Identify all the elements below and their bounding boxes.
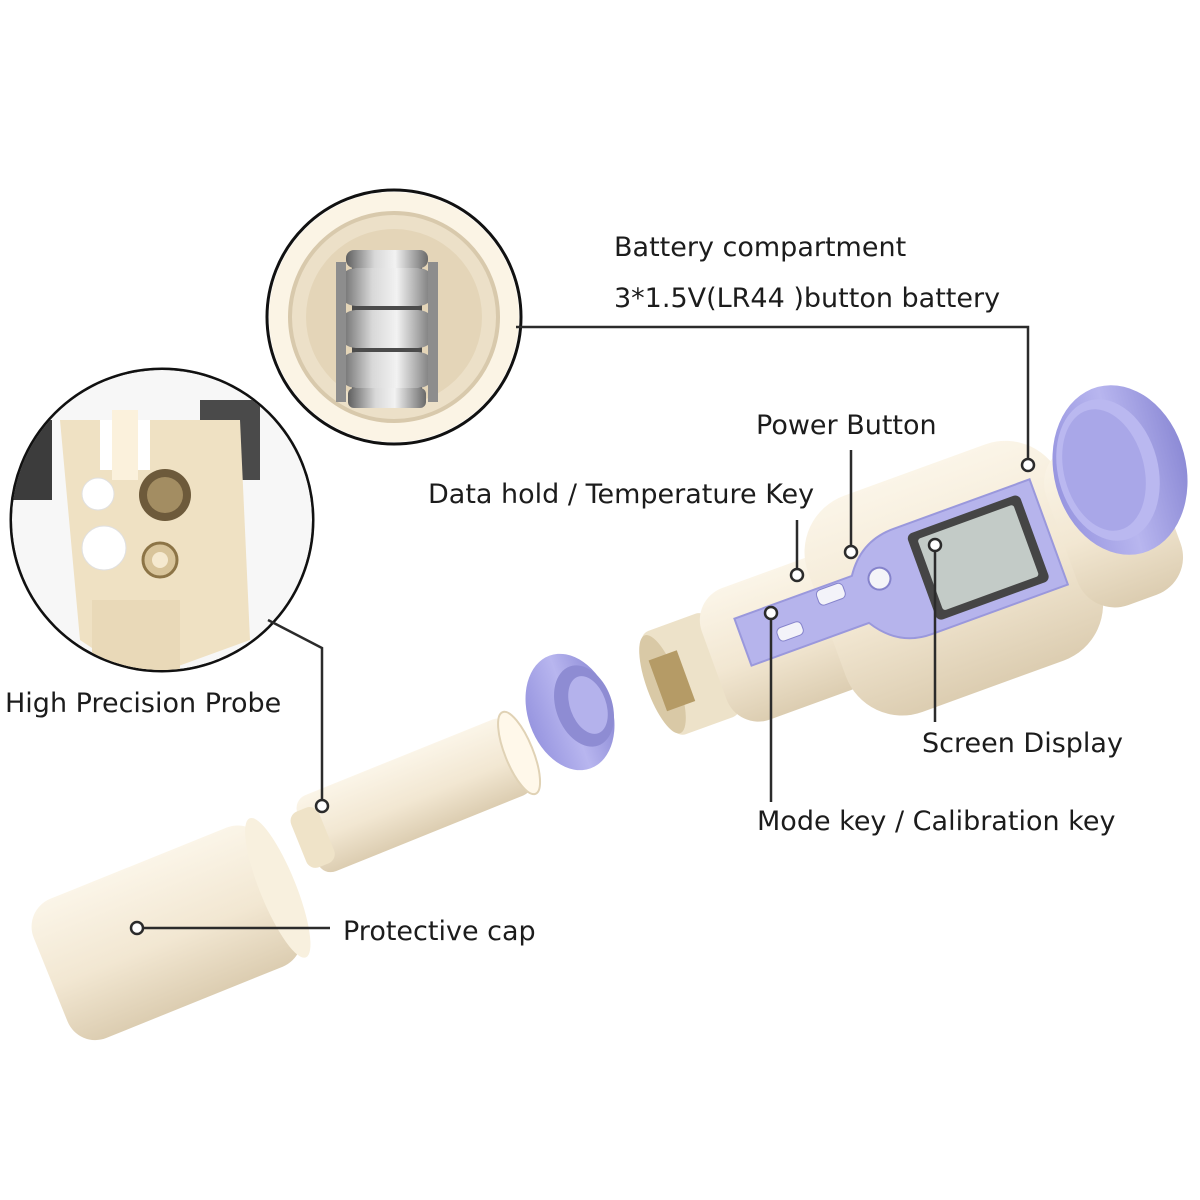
button-battery-stack-icon <box>336 250 438 408</box>
data-hold-label: Data hold / Temperature Key <box>428 479 815 510</box>
marker-dots <box>129 457 1036 936</box>
power-button-icon <box>867 566 892 591</box>
mode-key-label: Mode key / Calibration key <box>757 806 1116 837</box>
leader-probe <box>267 618 324 805</box>
high-precision-probe-label: High Precision Probe <box>5 688 282 719</box>
mode-key-icon <box>776 621 804 642</box>
lcd-screen <box>907 495 1049 620</box>
battery-zoom-circle <box>265 188 523 446</box>
protective-cap <box>31 817 311 1041</box>
lavender-end-cap <box>1052 385 1188 555</box>
battery-spec-label: 3*1.5V(LR44 )button battery <box>614 283 1001 314</box>
screen-display-label: Screen Display <box>922 728 1123 759</box>
probe-tip <box>290 710 542 873</box>
battery-compartment-label: Battery compartment <box>614 232 907 263</box>
power-button-label: Power Button <box>756 410 937 441</box>
leader-battery <box>516 325 1030 462</box>
protective-cap-label: Protective cap <box>343 916 536 947</box>
leader-lines <box>139 325 1030 930</box>
probe-zoom-circle <box>9 367 315 673</box>
hold-key-icon <box>815 582 846 606</box>
lavender-thread-ring <box>525 653 615 771</box>
